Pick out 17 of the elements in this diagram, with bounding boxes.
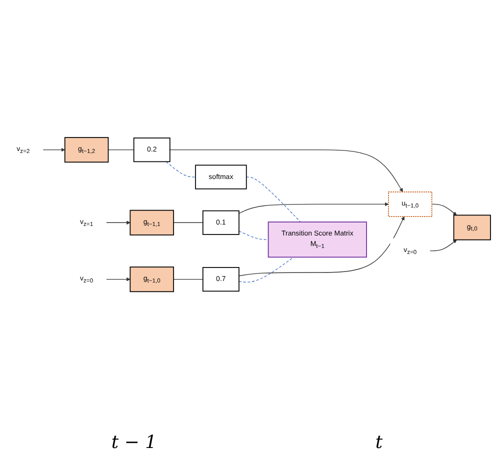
time-step-label: t − 1 (111, 432, 157, 453)
connector (108, 150, 134, 151)
connector (166, 162, 196, 178)
arrow (430, 240, 457, 252)
arrow (106, 278, 130, 282)
connector (246, 177, 301, 223)
time-step-label: t (375, 432, 383, 453)
arrow (238, 202, 389, 214)
arrow (106, 221, 130, 225)
connector (238, 257, 294, 283)
arrow (170, 150, 403, 192)
connector (173, 279, 204, 280)
connector (173, 222, 204, 224)
arrow (238, 216, 404, 277)
arrow (42, 148, 66, 152)
arrow (432, 204, 457, 216)
connector (238, 231, 269, 240)
